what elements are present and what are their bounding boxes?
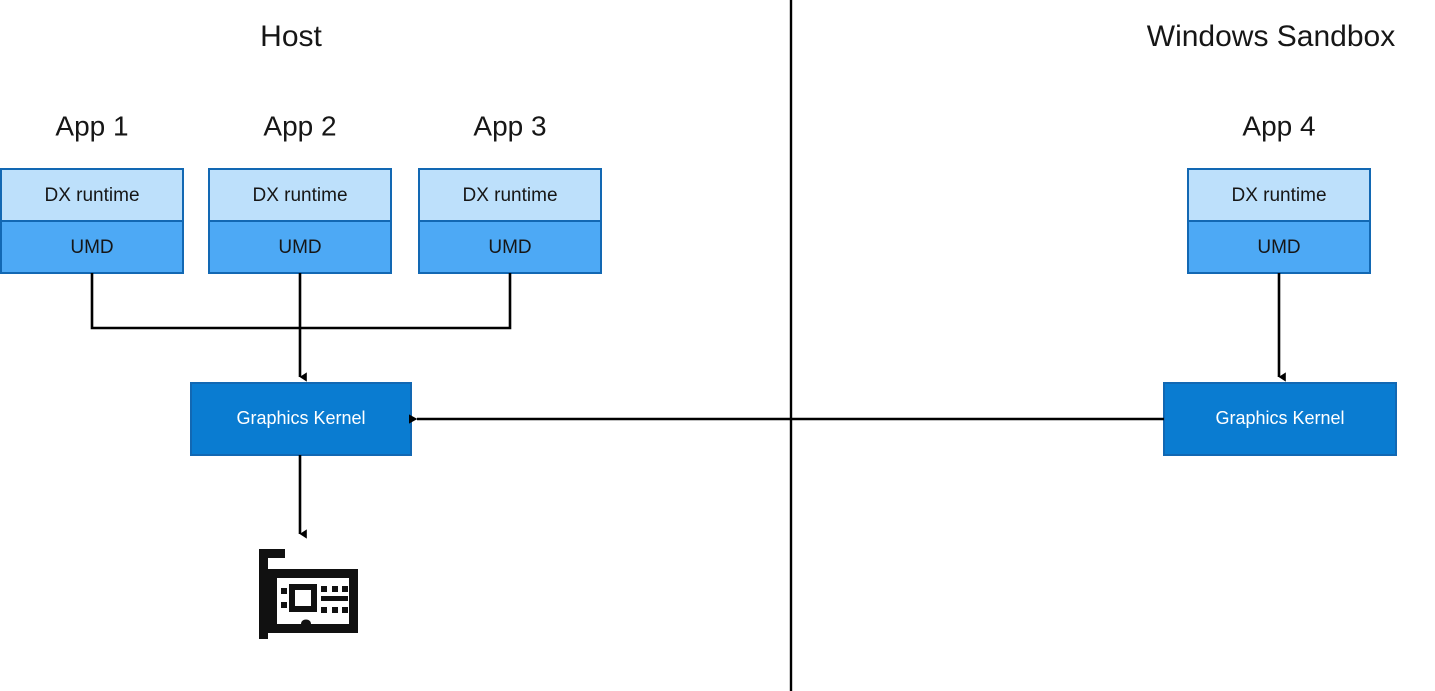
app3-dx-runtime-label: DX runtime [462,185,557,206]
app4-dx-runtime-box [1187,168,1371,222]
connector-app1-to-bus [90,273,300,330]
app4-umd-label: UMD [1257,237,1300,258]
app3-umd-box [418,220,602,274]
app-group-app3: App 3 DX runtime UMD [418,110,602,274]
app-title-app3: App 3 [473,110,546,141]
sandbox-graphics-kernel-group: Graphics Kernel [1163,382,1397,456]
app-title-app1: App 1 [55,110,128,141]
host-graphics-kernel-group: Graphics Kernel [190,382,412,456]
sandbox-graphics-kernel-box [1163,382,1397,456]
app2-dx-runtime-label: DX runtime [252,185,347,206]
app-group-app4: App 4 DX runtime UMD [1187,110,1371,274]
app1-umd-label: UMD [70,237,113,258]
host-graphics-kernel-label: Graphics Kernel [236,408,365,428]
zone-title-windows-sandbox: Windows Sandbox [1147,20,1395,53]
zone-titles: Host Windows Sandbox [260,20,1395,53]
app3-dx-runtime-box [418,168,602,222]
app4-umd-box [1187,220,1371,274]
app1-umd-box [0,220,184,274]
app-title-app4: App 4 [1242,110,1315,141]
sandbox-graphics-kernel-label: Graphics Kernel [1215,408,1344,428]
app1-dx-runtime-label: DX runtime [44,185,139,206]
app-group-app1: App 1 DX runtime UMD [0,110,184,274]
connector-app3-to-bus [300,273,512,330]
app2-umd-label: UMD [278,237,321,258]
app4-dx-runtime-label: DX runtime [1231,185,1326,206]
app-title-app2: App 2 [263,110,336,141]
zone-title-host: Host [260,20,322,53]
app-group-app2: App 2 DX runtime UMD [208,110,392,274]
graphics-card-icon [259,549,358,639]
app3-umd-label: UMD [488,237,531,258]
